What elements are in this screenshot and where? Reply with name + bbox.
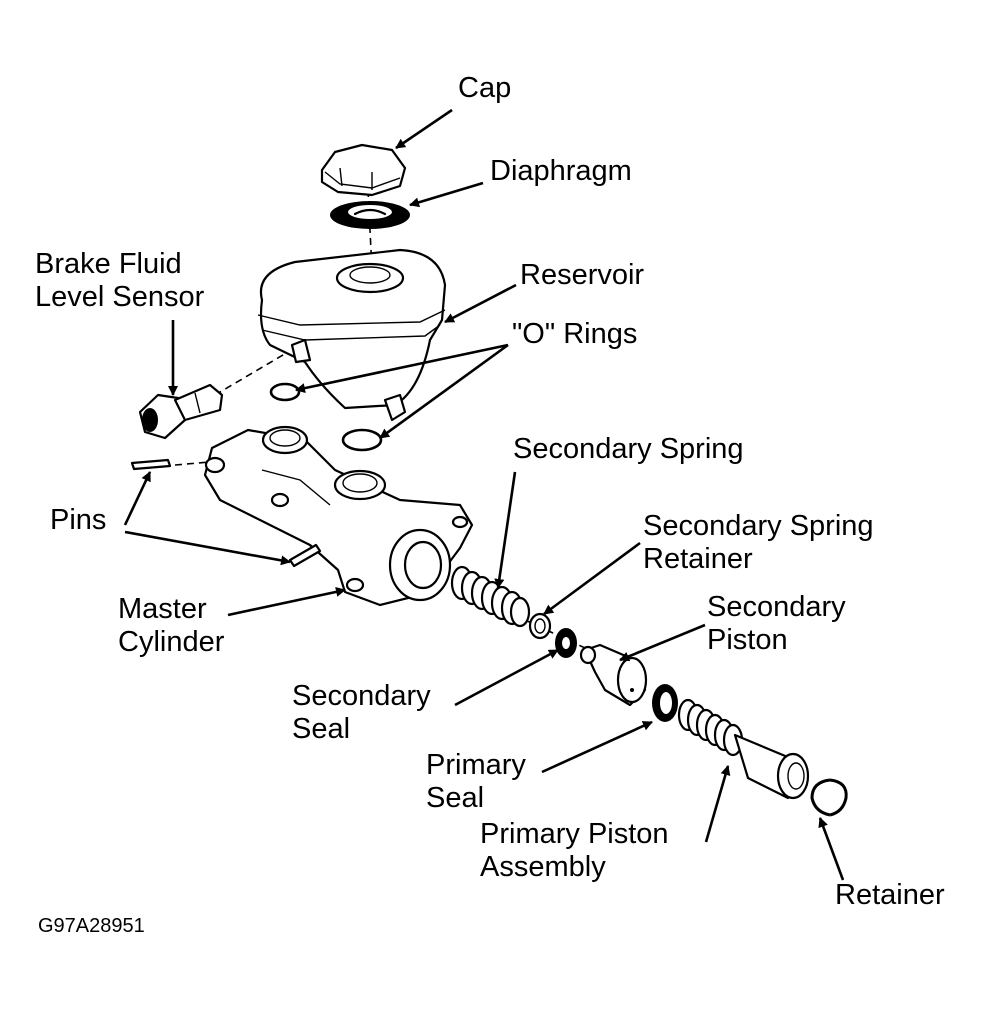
label-secondary-seal-line-1: Secondary [292, 680, 431, 712]
label-master-cylinder: Master Cylinder [118, 593, 224, 659]
label-primary-piston-assembly-line-1: Primary Piston [480, 818, 669, 850]
label-secondary-spring: Secondary Spring [513, 433, 744, 465]
label-primary-piston-assembly: Primary Piston Assembly [480, 818, 669, 884]
label-secondary-piston-line-2: Piston [707, 624, 788, 656]
label-brake-fluid-line-2: Level Sensor [35, 281, 205, 313]
label-primary-seal: Primary Seal [426, 749, 526, 815]
label-secondary-spring-retainer-line-2: Retainer [643, 543, 753, 575]
label-reservoir: Reservoir [520, 259, 645, 291]
primary-piston-part [677, 698, 810, 800]
label-primary-seal-line-1: Primary [426, 749, 526, 781]
pins-part [130, 458, 322, 568]
master-cylinder-body [203, 425, 474, 607]
figure-code: G97A28951 [38, 915, 145, 937]
cap-part [320, 143, 407, 197]
label-retainer: Retainer [835, 879, 945, 911]
label-o-rings: "O" Rings [512, 318, 638, 350]
retainer-part [810, 778, 848, 817]
label-brake-fluid-level-sensor: Brake Fluid Level Sensor [35, 248, 204, 314]
label-brake-fluid-line-1: Brake Fluid [35, 248, 182, 280]
reservoir-part [257, 248, 447, 422]
label-primary-seal-line-2: Seal [426, 782, 485, 814]
label-master-cylinder-line-2: Cylinder [118, 626, 225, 658]
label-diaphragm: Diaphragm [490, 155, 632, 187]
diaphragm-part [330, 201, 410, 229]
label-pins: Pins [50, 504, 107, 536]
label-secondary-seal-line-2: Seal [292, 713, 351, 745]
leader-arrows [123, 108, 845, 881]
label-secondary-spring-retainer-line-1: Secondary Spring [643, 510, 874, 542]
secondary-spring-part [450, 565, 531, 628]
level-sensor-part [138, 383, 224, 440]
label-primary-piston-assembly-line-2: Assembly [480, 851, 606, 883]
label-master-cylinder-line-1: Master [118, 593, 207, 625]
label-secondary-piston-line-1: Secondary [707, 591, 846, 623]
label-secondary-spring-retainer: Secondary Spring Retainer [643, 510, 874, 576]
primary-seal-part [652, 684, 678, 722]
secondary-spring-retainer-part [528, 612, 552, 640]
label-cap: Cap [458, 72, 512, 104]
label-secondary-seal: Secondary Seal [292, 680, 431, 746]
secondary-seal-part [555, 628, 577, 658]
label-secondary-piston: Secondary Piston [707, 591, 846, 657]
